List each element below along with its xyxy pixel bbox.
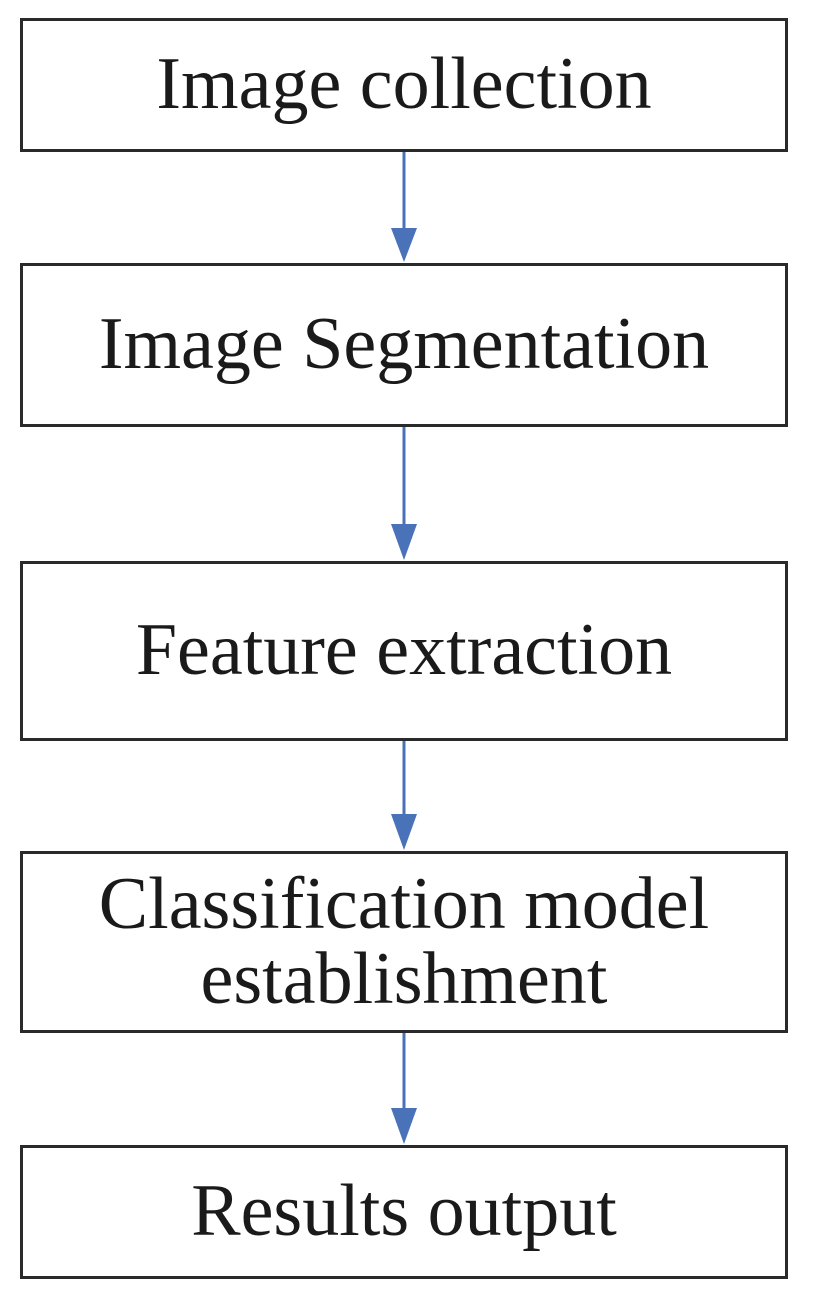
arrow-2-to-3 xyxy=(391,427,417,560)
flowchart-step-image-collection: Image collection xyxy=(20,18,788,152)
flowchart-step-image-segmentation: Image Segmentation xyxy=(20,263,788,427)
arrow-1-to-2 xyxy=(391,152,417,262)
step-label: Image Segmentation xyxy=(98,303,710,386)
arrow-3-to-4 xyxy=(391,741,417,850)
flowchart-step-feature-extraction: Feature extraction xyxy=(20,561,788,741)
step-label: Image collection xyxy=(156,43,652,126)
step-label: Feature extraction xyxy=(135,609,673,692)
step-label: Classification model establishment xyxy=(98,862,710,1020)
flowchart-step-results-output: Results output xyxy=(20,1145,788,1279)
flowchart-step-classification-model-establishment: Classification model establishment xyxy=(20,851,788,1033)
step-label: Results output xyxy=(191,1170,617,1253)
arrow-4-to-5 xyxy=(391,1033,417,1144)
